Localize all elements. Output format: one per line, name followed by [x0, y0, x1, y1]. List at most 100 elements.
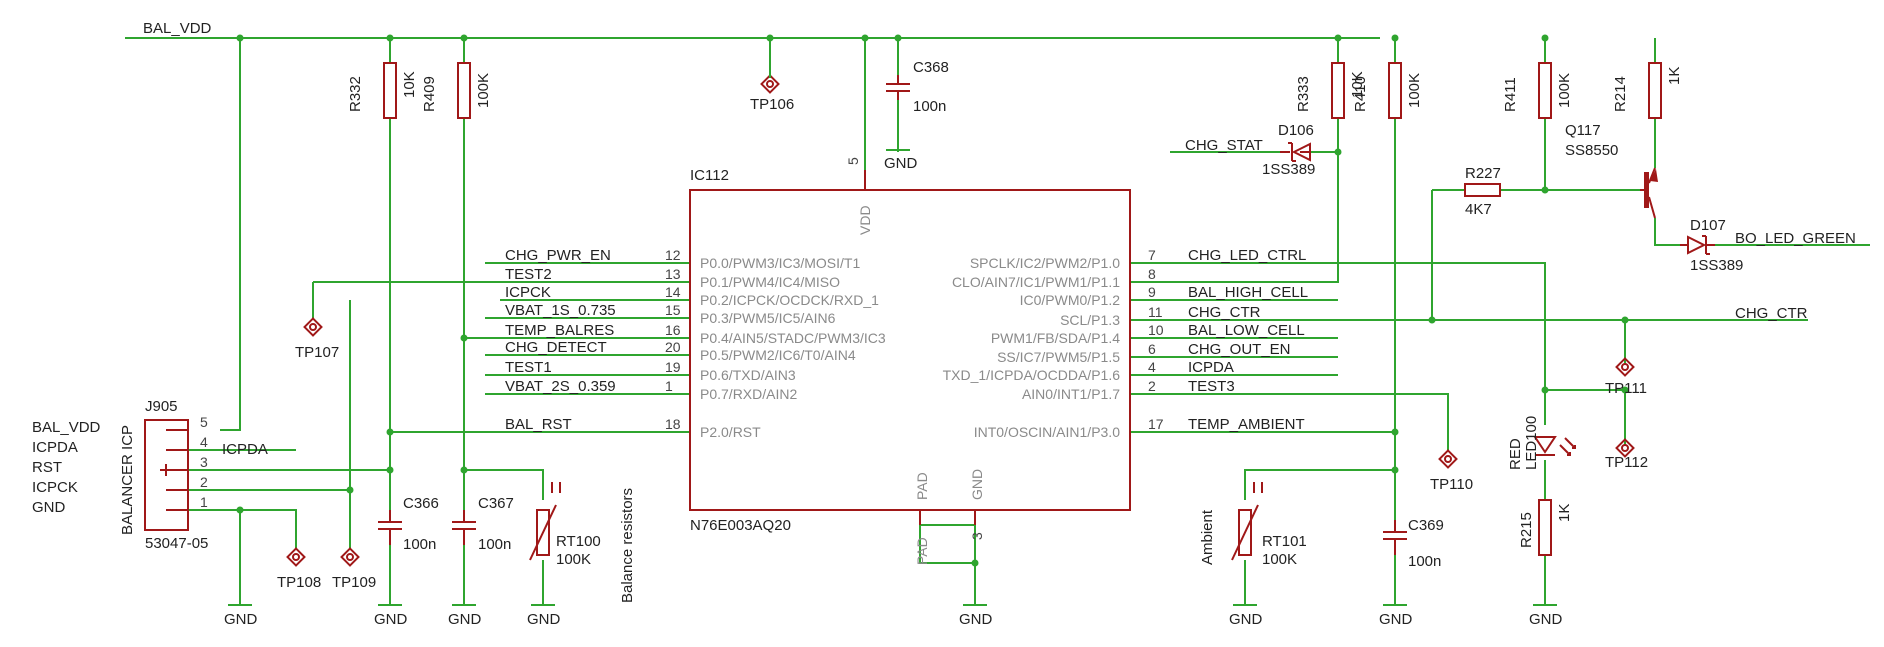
capacitor-c369: C369 100n: [1383, 517, 1444, 570]
j905-pin-label: BAL_VDD: [32, 419, 101, 436]
testpoint-tp108: TP108: [277, 547, 321, 591]
net-chg-ctr-right: CHG_CTR: [1735, 305, 1808, 322]
d106-ref: D106: [1278, 122, 1314, 139]
c366-ref: C366: [403, 495, 439, 512]
ic112-right-pin-name: IC0/PWM0/P1.2: [1020, 292, 1121, 308]
ic112-pad-label: PAD: [914, 472, 930, 500]
net-bal-vdd: BAL_VDD: [143, 20, 212, 37]
c368-ref: C368: [913, 59, 949, 76]
ic112-vdd-pin: 5: [845, 157, 861, 165]
ic112-left-pin-number: 14: [665, 284, 681, 300]
gnd-label-5: GND: [959, 611, 993, 628]
gnd-label-3: GND: [448, 611, 482, 628]
r227-ref: R227: [1465, 165, 1501, 182]
transistor-q117: Q117 SS8550: [1565, 122, 1658, 219]
resistor-r214: R214 1K: [1612, 62, 1683, 119]
r215-ref: R215: [1518, 512, 1535, 548]
connector-j905: J905 53047-05 BALANCER ICP 5BAL_VDD4ICPD…: [32, 398, 268, 552]
diode-d106: CHG_STAT D106 1SS389: [1185, 122, 1315, 178]
j905-pin-label: ICPDA: [32, 439, 78, 456]
ic112-left-pin-number: 15: [665, 302, 681, 318]
gnd-label-6: GND: [1229, 611, 1263, 628]
d106-value: 1SS389: [1262, 161, 1315, 178]
net-icpda-j905: ICPDA: [222, 441, 268, 458]
j905-pin-number: 1: [200, 494, 208, 510]
r410-ref: R410: [1352, 76, 1369, 112]
ic112-pad-net: PAD: [914, 537, 930, 565]
r409-ref: R409: [421, 76, 438, 112]
q117-value: SS8550: [1565, 142, 1618, 159]
ic112-right-pin-number: 8: [1148, 266, 1156, 282]
ic112-left-pin-number: 1: [665, 378, 673, 394]
r333-ref: R333: [1295, 76, 1312, 112]
ic112-left-pin-number: 12: [665, 247, 681, 263]
resistor-r332: R332 10K: [347, 62, 418, 119]
r333-value: 10K: [1349, 71, 1366, 98]
ic112-left-net-label: CHG_DETECT: [505, 339, 607, 356]
resistor-r333: R333 10K: [1295, 62, 1366, 119]
testpoint-tp107: TP107: [295, 317, 339, 361]
ic112-right-pin-name: SCL/P1.3: [1060, 312, 1120, 328]
ic112-left-pin-number: 16: [665, 322, 681, 338]
testpoint-tp110: TP110: [1430, 449, 1473, 493]
j905-pin-label: RST: [32, 459, 62, 476]
ic112-left-net-label: TEST1: [505, 359, 552, 376]
ic112-right-net-label: BAL_HIGH_CELL: [1188, 284, 1308, 301]
gnd-label-4: GND: [527, 611, 561, 628]
ic112-right-net-label: TEMP_AMBIENT: [1188, 416, 1305, 433]
ic112-right-pin-name: INT0/OSCIN/AIN1/P3.0: [974, 424, 1120, 440]
tp108-label: TP108: [277, 574, 321, 591]
gnd-label-c368: GND: [884, 155, 918, 172]
ic112-left-net-label: VBAT_1S_0.735: [505, 302, 616, 319]
tp107-label: TP107: [295, 344, 339, 361]
ic112-vdd-label: VDD: [857, 205, 873, 235]
gnd-label-8: GND: [1529, 611, 1563, 628]
rt100-ref: RT100: [556, 533, 601, 550]
wires: [125, 37, 1870, 605]
j905-pin-number: 4: [200, 434, 208, 450]
ic112-left-pin-number: 13: [665, 266, 681, 282]
rt101-value: 100K: [1262, 551, 1297, 568]
junction-dots: [236, 34, 1629, 567]
ic112-left-net-label: TEST2: [505, 266, 552, 283]
j905-ref: J905: [145, 398, 178, 415]
testpoint-tp106: TP106: [750, 60, 794, 113]
ic112-right-pin-number: 6: [1148, 341, 1156, 357]
ic112-right-net-label: ICPDA: [1188, 359, 1234, 376]
ic112-left-pin-name: P0.0/PWM3/IC3/MOSI/T1: [700, 255, 860, 271]
resistor-r411: R411 100K: [1502, 62, 1573, 119]
ic112-left-pin-number: 20: [665, 339, 681, 355]
c367-ref: C367: [478, 495, 514, 512]
r411-value: 100K: [1556, 73, 1573, 108]
ic112-left-pin-name: P2.0/RST: [700, 424, 761, 440]
tp112-label: TP112: [1605, 454, 1648, 471]
resistor-r227: R227 4K7: [1464, 165, 1501, 218]
thermistor-rt101: RT101 100K Ambient: [1199, 482, 1307, 568]
ic112-left-pin-number: 19: [665, 359, 681, 375]
ic112-right-pin-number: 9: [1148, 284, 1156, 300]
thermistor-rt100: RT100 100K Balance resistors: [529, 482, 636, 603]
j905-pin-label: GND: [32, 499, 66, 516]
ic112-right-pin-name: TXD_1/ICPDA/OCDDA/P1.6: [943, 367, 1121, 383]
capacitor-c368: C368 100n: [886, 59, 949, 115]
ic112-right-pin-name: PWM1/FB/SDA/P1.4: [991, 330, 1120, 346]
r411-ref: R411: [1502, 77, 1519, 112]
r215-value: 1K: [1556, 504, 1573, 522]
ic112-left-net-label: CHG_PWR_EN: [505, 247, 611, 264]
r227-value: 4K7: [1465, 201, 1492, 218]
ic112-left-pin-number: 18: [665, 416, 681, 432]
testpoint-tp112: TP112: [1605, 438, 1648, 471]
ic112-left-pin-name: P0.2/ICPCK/OCDCK/RXD_1: [700, 292, 879, 308]
ic112-left-net-label: VBAT_2S_0.359: [505, 378, 616, 395]
ic112-right-pin-number: 4: [1148, 359, 1156, 375]
r214-ref: R214: [1612, 76, 1629, 112]
ic112-gnd-pin: 3: [969, 532, 985, 540]
tp109-label: TP109: [332, 574, 376, 591]
ic112-right-pin-number: 11: [1148, 304, 1163, 320]
ic112-value: N76E003AQ20: [690, 517, 791, 534]
ic112-gnd-label: GND: [969, 469, 985, 500]
ic112-left-pin-name: P0.4/AIN5/STADC/PWM3/IC3: [700, 330, 886, 346]
rt100-note: Balance resistors: [619, 488, 636, 603]
ic112-right-pin-name: CLO/AIN7/IC1/PWM1/P1.1: [952, 274, 1120, 290]
